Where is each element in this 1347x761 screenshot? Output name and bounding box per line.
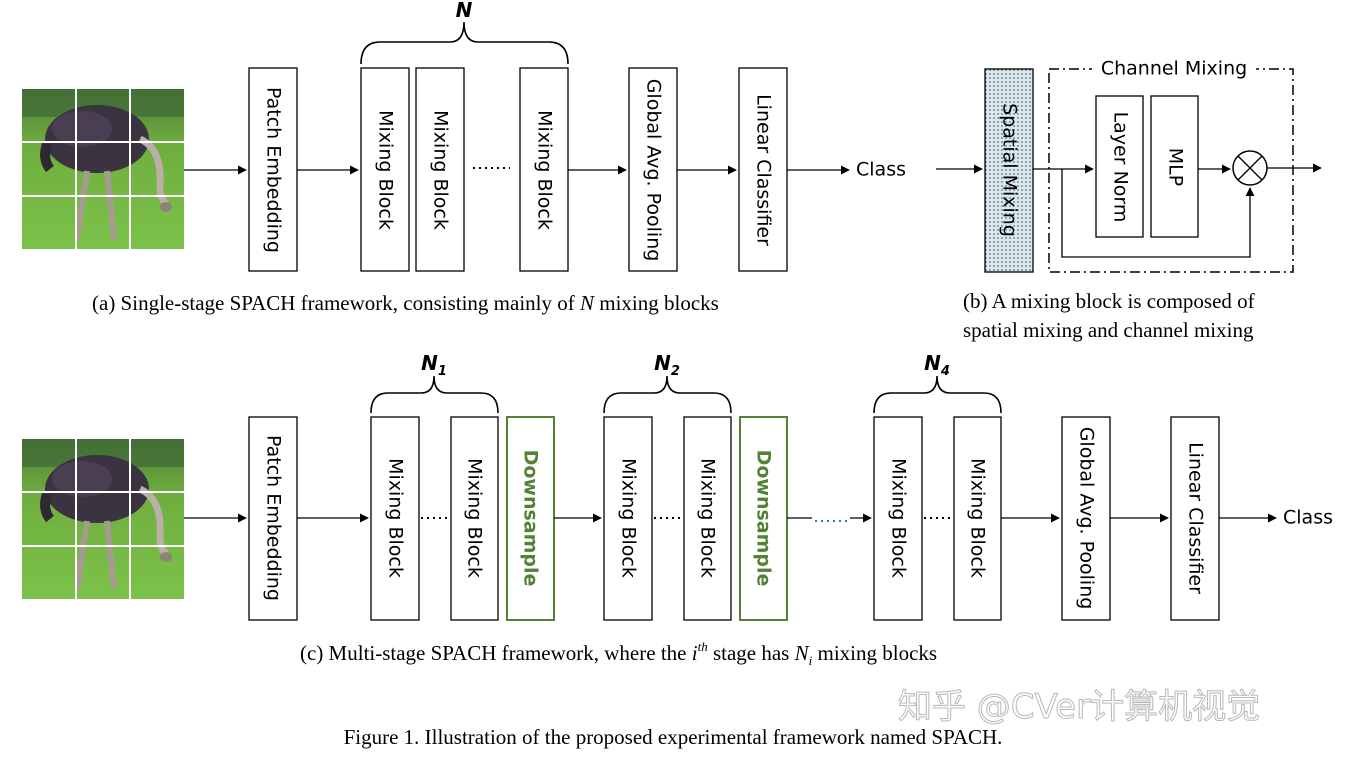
- mlp-box: [1150, 95, 1199, 238]
- class-label-c: Class: [1283, 507, 1333, 529]
- figure-caption: Figure 1. Illustration of the proposed e…: [344, 725, 1003, 749]
- linear-classifier-label-c: Linear Classifier: [1185, 442, 1207, 594]
- panel-b: Spatial Mixing Channel Mixing Layer Norm…: [936, 58, 1322, 342]
- downsample-box-2: [739, 416, 788, 621]
- n2-label: N2: [654, 351, 680, 379]
- mixing-block-label: Mixing Block: [618, 458, 640, 578]
- global-pool-label-c: Global Avg. Pooling: [1076, 427, 1098, 610]
- mixing-block-label: Mixing Block: [385, 458, 407, 578]
- linear-classifier-label-a: Linear Classifier: [753, 94, 775, 246]
- n-label-a: N: [456, 0, 473, 22]
- mixing-block-label: Mixing Block: [534, 110, 556, 230]
- linear-classifier-box-c: [1170, 416, 1220, 621]
- mixing-block-a-3: [519, 67, 569, 272]
- n-brace-a: [360, 21, 569, 65]
- channel-mixing-label: Channel Mixing: [1101, 58, 1247, 80]
- mixing-block-label: Mixing Block: [697, 458, 719, 578]
- mixing-block-a-2: [415, 67, 465, 272]
- watermark: 知乎 @CVer计算机视觉: [898, 687, 1260, 727]
- n1-label: N1: [421, 351, 447, 379]
- mixing-block-label: Mixing Block: [375, 110, 397, 230]
- patch-embedding-box-c: [248, 416, 298, 621]
- mixing-block-c-s4-1: [873, 416, 923, 621]
- caption-a: (a) Single-stage SPACH framework, consis…: [92, 291, 719, 315]
- downsample-box-1: [506, 416, 555, 621]
- global-pool-box-c: [1061, 416, 1111, 621]
- n4-label: N4: [924, 351, 950, 379]
- layer-norm-box: [1095, 95, 1144, 238]
- mixing-block-label: Mixing Block: [967, 458, 989, 578]
- downsample-label: Downsample: [520, 450, 542, 587]
- class-label-a: Class: [856, 159, 906, 181]
- residual-path: [1061, 169, 1255, 258]
- mixing-block-c-s2-2: [683, 416, 732, 621]
- caption-c: (c) Multi-stage SPACH framework, where t…: [300, 639, 937, 668]
- patch-embedding-label-a: Patch Embedding: [263, 87, 285, 253]
- caption-b-line2: spatial mixing and channel mixing: [963, 318, 1254, 342]
- mixing-block-label: Mixing Block: [430, 110, 452, 230]
- n2-brace: [603, 375, 732, 414]
- spatial-mixing-box: [984, 68, 1034, 273]
- n1-brace: [370, 375, 499, 414]
- mixing-block-label: Mixing Block: [888, 458, 910, 578]
- mixing-block-c-s1-2: [450, 416, 499, 621]
- panel-c: Patch Embedding Mixing Block Mixing Bloc…: [22, 351, 1333, 668]
- linear-classifier-box-a: [738, 67, 788, 272]
- caption-b-line1: (b) A mixing block is composed of: [963, 289, 1255, 313]
- global-pool-label-a: Global Avg. Pooling: [643, 79, 665, 262]
- global-pool-box-a: [628, 67, 678, 272]
- n4-brace: [873, 375, 1002, 414]
- mixing-block-label: Mixing Block: [464, 458, 486, 578]
- mixing-block-a-1: [360, 67, 410, 272]
- downsample-label: Downsample: [753, 450, 775, 587]
- mixing-block-c-s2-1: [603, 416, 653, 621]
- mixing-block-c-s4-2: [953, 416, 1002, 621]
- mixing-block-c-s1-1: [370, 416, 420, 621]
- spatial-mixing-label: Spatial Mixing: [999, 103, 1021, 237]
- ostrich-input-image-a: [22, 89, 184, 249]
- mlp-label: MLP: [1165, 148, 1187, 186]
- layer-norm-label: Layer Norm: [1110, 112, 1132, 223]
- panel-a: Patch Embedding Mixing Block Mixing Bloc…: [22, 0, 906, 315]
- patch-embedding-label-c: Patch Embedding: [263, 435, 285, 601]
- ostrich-input-image-c: [22, 439, 184, 599]
